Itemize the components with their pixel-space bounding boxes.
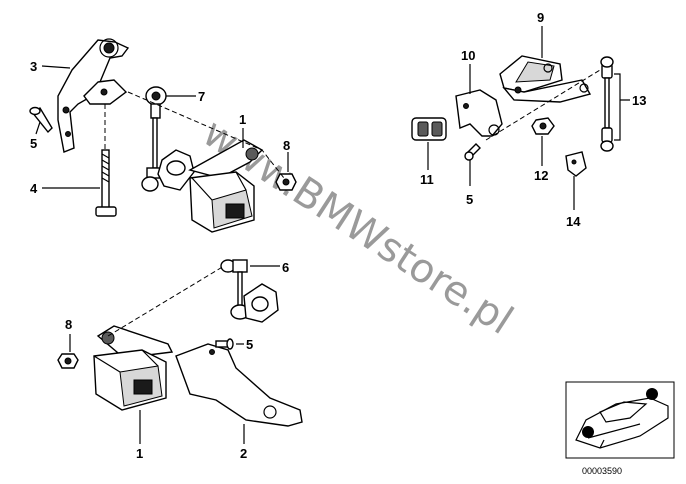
- nut-12[interactable]: [531, 117, 555, 135]
- ride-height-sensor-bottom[interactable]: [93, 325, 174, 411]
- callout-13: 13: [632, 93, 646, 108]
- sensor-9[interactable]: [499, 55, 592, 103]
- callout-14: 14: [566, 214, 581, 229]
- callout-8a: 8: [283, 138, 290, 153]
- callout-1b: 1: [136, 446, 143, 461]
- callout-12: 12: [534, 168, 548, 183]
- bracket-2[interactable]: [175, 343, 303, 427]
- callout-8b: 8: [65, 317, 72, 332]
- callout-2: 2: [240, 446, 247, 461]
- assembly-line-bottom: [107, 265, 225, 337]
- clip-top[interactable]: [157, 149, 195, 191]
- callout-5a: 5: [30, 136, 37, 151]
- bolt-4[interactable]: [95, 149, 117, 217]
- callout-10: 10: [461, 48, 475, 63]
- screw-5-bottom[interactable]: [215, 338, 234, 350]
- clip-bottom[interactable]: [243, 283, 279, 323]
- link-rod-7[interactable]: [141, 86, 167, 192]
- bracket-3[interactable]: [57, 38, 130, 153]
- leader-3: [41, 65, 71, 69]
- callout-4: 4: [30, 181, 38, 196]
- leader-13: [614, 73, 630, 141]
- screw-5-right[interactable]: [464, 143, 481, 161]
- callout-3: 3: [30, 59, 37, 74]
- assembly-line-top: [127, 91, 285, 179]
- nut-8-bottom[interactable]: [57, 353, 79, 369]
- clip-14[interactable]: [565, 151, 587, 177]
- callout-5c: 5: [466, 192, 473, 207]
- callout-11: 11: [420, 172, 434, 187]
- link-rod-13[interactable]: [600, 56, 614, 152]
- callout-9: 9: [537, 10, 544, 25]
- callout-7: 7: [198, 89, 205, 104]
- callout-1a: 1: [239, 112, 246, 127]
- ride-height-sensor-top[interactable]: [188, 139, 264, 233]
- callout-5b: 5: [246, 337, 253, 352]
- bracket-10[interactable]: [455, 89, 503, 137]
- screw-5-top[interactable]: [29, 106, 53, 134]
- leader-5a: [35, 121, 41, 135]
- cover-11[interactable]: [411, 117, 447, 141]
- reference-number: 00003590: [582, 466, 622, 476]
- callout-6: 6: [282, 260, 289, 275]
- nut-8-top[interactable]: [275, 173, 297, 191]
- vehicle-locator-inset: [565, 381, 675, 459]
- assembly-line-right: [485, 69, 601, 141]
